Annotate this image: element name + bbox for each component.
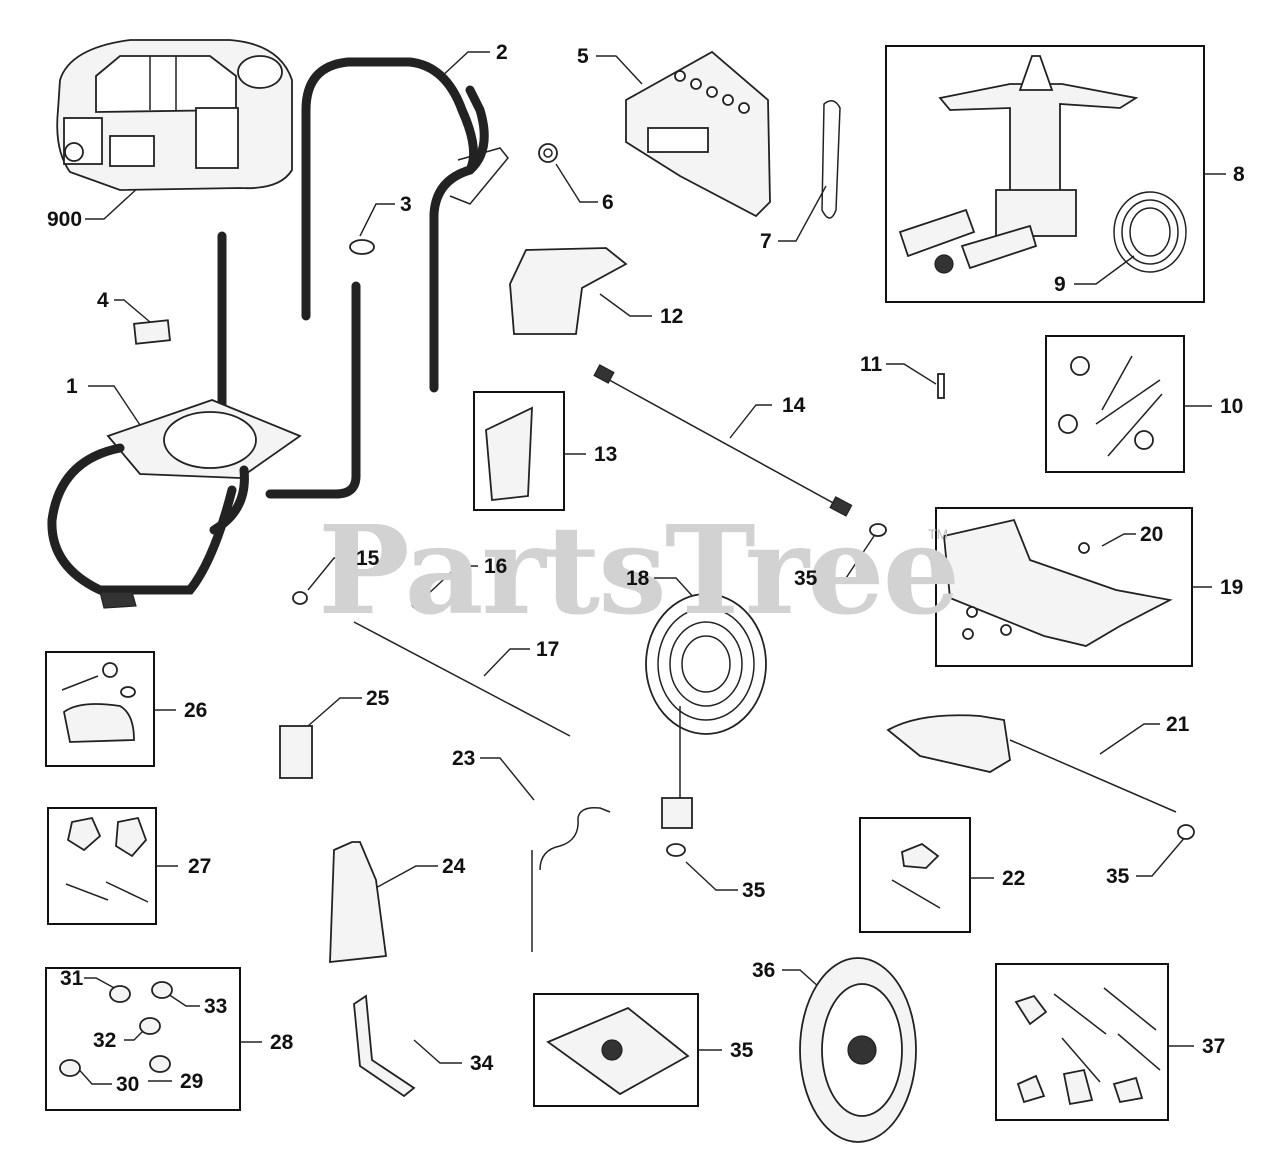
callout-18: 18 — [626, 567, 650, 590]
callout-11: 11 — [860, 353, 883, 376]
engine-icon — [56, 39, 293, 191]
o-ring-icon — [292, 591, 308, 605]
bracket-icon — [901, 842, 940, 869]
cover-icon — [509, 247, 628, 335]
callout-6: 6 — [602, 191, 614, 214]
callout-5: 5 — [577, 45, 589, 68]
callout-19: 19 — [1220, 576, 1244, 599]
rod-icon — [353, 621, 571, 737]
box-28 — [45, 967, 241, 1111]
pin-icon — [937, 373, 945, 399]
wand-icon — [593, 364, 853, 517]
callout-37: 37 — [1202, 1035, 1226, 1058]
callout-17: 17 — [536, 638, 560, 661]
callout-3: 3 — [400, 193, 412, 216]
wheel-icon — [799, 957, 917, 1143]
callout-16: 16 — [484, 555, 508, 578]
callout-26: 26 — [184, 699, 208, 722]
callout-32: 32 — [93, 1029, 117, 1052]
box-22 — [859, 817, 971, 933]
bolts-icon — [1058, 355, 1163, 457]
box-10 — [1045, 335, 1185, 473]
bottle-icon — [329, 841, 388, 964]
clip-icon — [279, 725, 313, 779]
knobs-icon — [65, 816, 149, 903]
plate-icon — [485, 406, 533, 501]
sensor-icon — [539, 806, 611, 871]
callout-23: 23 — [452, 747, 476, 770]
callout-9: 9 — [1054, 273, 1066, 296]
box-26 — [45, 651, 155, 767]
callout-28: 28 — [270, 1031, 294, 1054]
callout-30: 30 — [116, 1073, 140, 1096]
callout-15: 15 — [356, 547, 380, 570]
washer-icon — [411, 598, 425, 610]
callout-1: 1 — [66, 375, 78, 398]
box-13 — [473, 391, 565, 511]
hose-holder-icon — [353, 994, 416, 1098]
callout-29: 29 — [180, 1070, 204, 1093]
shroud-icon — [943, 518, 1173, 647]
callout-35-wand: 35 — [794, 567, 818, 590]
callout-31: 31 — [60, 967, 84, 990]
hose-reel-icon — [645, 593, 767, 829]
callout-14: 14 — [782, 394, 806, 417]
decal-icon — [133, 319, 171, 345]
callout-10: 10 — [1220, 395, 1244, 418]
frame-icon — [47, 231, 361, 609]
callout-900: 900 — [47, 208, 83, 231]
callout-36: 36 — [752, 959, 776, 982]
callout-21: 21 — [1166, 713, 1190, 736]
callout-22: 22 — [1002, 867, 1026, 890]
callout-35-hose: 35 — [742, 879, 766, 902]
o-ring-icon — [666, 843, 686, 857]
cap-icon — [349, 239, 375, 255]
callout-2: 2 — [496, 41, 508, 64]
hardware-icon — [1014, 987, 1161, 1106]
callout-25: 25 — [366, 687, 390, 710]
o-ring-icon — [869, 523, 887, 537]
box-37 — [995, 963, 1169, 1121]
callout-8: 8 — [1233, 163, 1245, 186]
spray-gun-icon — [886, 714, 1195, 840]
callout-35-gun: 35 — [1106, 865, 1130, 888]
callout-24: 24 — [442, 855, 466, 878]
callout-13: 13 — [594, 443, 618, 466]
callout-27: 27 — [188, 855, 212, 878]
panel-icon — [625, 50, 771, 218]
grommet-icon — [538, 143, 558, 163]
trademark-mark: TM — [928, 526, 949, 542]
callout-4: 4 — [97, 289, 109, 312]
callout-34: 34 — [470, 1052, 494, 1075]
nozzle-tips-icon — [59, 981, 173, 1077]
callout-35-panel: 35 — [730, 1039, 754, 1062]
strap-icon — [821, 100, 841, 219]
holder-icon — [63, 703, 135, 743]
callout-12: 12 — [660, 305, 684, 328]
callout-20: 20 — [1140, 523, 1164, 546]
leader-lines — [73, 51, 1226, 1085]
handle-icon — [301, 57, 509, 393]
callout-7: 7 — [760, 230, 772, 253]
pump-assembly-icon — [898, 55, 1187, 274]
callout-33: 33 — [204, 995, 228, 1018]
